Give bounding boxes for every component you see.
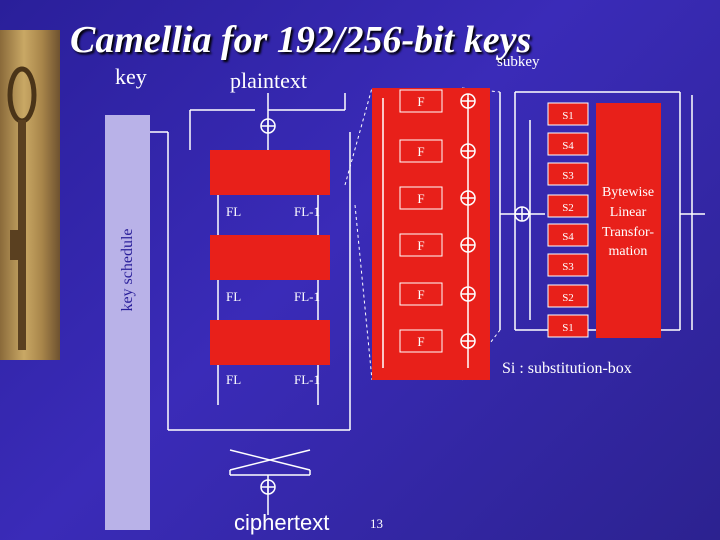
svg-text:Bytewise: Bytewise — [602, 185, 654, 200]
svg-text:F: F — [417, 144, 424, 159]
round-block-3 — [210, 320, 330, 365]
svg-text:S1: S1 — [562, 110, 574, 122]
round-block-1 — [210, 150, 330, 195]
svg-text:F: F — [417, 94, 424, 109]
svg-text:F: F — [417, 287, 424, 302]
sbox-boxes — [547, 102, 589, 338]
key-schedule-box — [105, 115, 150, 530]
sbox-labels: S1 S4 S3 S2 S4 S3 S2 S1 — [562, 110, 574, 334]
flinv-label-2: FL-1 — [294, 289, 320, 304]
plaintext-label: plaintext — [230, 68, 307, 93]
svg-text:F: F — [417, 334, 424, 349]
svg-text:Linear: Linear — [610, 205, 647, 220]
fl-label-2: FL — [226, 289, 241, 304]
xor-sbox — [514, 206, 530, 222]
slide-title: Camellia for 192/256-bit keys — [70, 19, 532, 61]
round-blocks — [210, 150, 330, 365]
svg-text:S4: S4 — [562, 140, 574, 152]
svg-text:F: F — [417, 238, 424, 253]
svg-text:S1: S1 — [562, 322, 574, 334]
xor-feistel — [460, 93, 476, 349]
feistel-lines — [382, 98, 469, 368]
flinv-label-3: FL-1 — [294, 372, 320, 387]
fl-label-1: FL — [226, 204, 241, 219]
svg-text:Transfor-: Transfor- — [602, 225, 654, 240]
fl-label-3: FL — [226, 372, 241, 387]
sbox-note: Si : substitution-box — [502, 360, 632, 377]
subkey-label: subkey — [497, 54, 540, 70]
bytewise-block — [596, 103, 661, 338]
flinv-label-1: FL-1 — [294, 204, 320, 219]
svg-text:S3: S3 — [562, 261, 574, 273]
svg-text:S3: S3 — [562, 170, 574, 182]
round-block-2 — [210, 235, 330, 280]
bytewise-label: Bytewise Linear Transfor- mation — [602, 185, 654, 259]
svg-text:mation: mation — [609, 244, 648, 259]
f-labels: F F F F F F — [417, 94, 424, 349]
svg-text:S2: S2 — [562, 202, 574, 214]
key-photo-strip — [0, 30, 60, 360]
svg-text:S2: S2 — [562, 292, 574, 304]
key-image — [7, 66, 37, 350]
ciphertext-label: ciphertext — [234, 510, 330, 535]
f-boxes — [399, 89, 443, 353]
svg-text:F: F — [417, 191, 424, 206]
svg-text:S4: S4 — [562, 231, 574, 243]
xor-left — [260, 118, 276, 495]
fl-labels: FL FL-1 FL FL-1 FL FL-1 — [226, 204, 320, 387]
page-number: 13 — [370, 516, 383, 531]
key-label: key — [115, 64, 147, 89]
